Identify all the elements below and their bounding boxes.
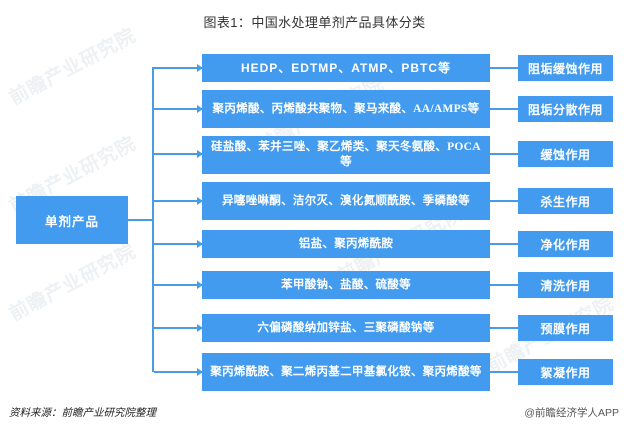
effect-box-3: 缓蚀作用	[518, 141, 613, 167]
effect-box-8: 絮凝作用	[518, 359, 613, 385]
branch-connector-3	[154, 150, 203, 158]
arrow-head-icon	[197, 281, 203, 289]
product-box-5: 铝盐、聚丙烯酰胺	[202, 230, 490, 258]
effect-connector-2	[490, 108, 518, 110]
effect-box-7: 预膜作用	[518, 315, 613, 341]
effect-connector-1	[490, 67, 518, 69]
effect-box-6: 清洗作用	[518, 272, 613, 298]
trunk-vertical-connector	[152, 67, 154, 372]
arrow-head-icon	[197, 197, 203, 205]
effect-connector-4	[490, 200, 518, 202]
effect-box-1: 阻垢缓蚀作用	[518, 55, 613, 81]
branch-connector-8	[154, 368, 203, 376]
arrow-head-icon	[197, 150, 203, 158]
root-node-single-agent-product: 单剂产品	[16, 196, 128, 244]
effect-connector-8	[490, 371, 518, 373]
arrow-head-icon	[197, 64, 203, 72]
product-box-4: 异噻唑啉酮、洁尔灭、溴化氮顺酰胺、季磷酸等	[202, 182, 490, 220]
watermark: 前瞻产业研究院	[6, 25, 140, 110]
branch-connector-7	[154, 324, 203, 332]
branch-connector-4	[154, 197, 203, 205]
effect-connector-3	[490, 153, 518, 155]
effect-connector-6	[490, 284, 518, 286]
effect-connector-7	[490, 327, 518, 329]
effect-box-2: 阻垢分散作用	[518, 96, 613, 122]
page-title: 图表1：中国水处理单剂产品具体分类	[203, 15, 426, 30]
trunk-horizontal-connector	[128, 219, 154, 221]
product-box-2: 聚丙烯酸、丙烯酸共聚物、聚马来酸、AA/AMPS等	[202, 90, 490, 128]
arrow-head-icon	[197, 324, 203, 332]
product-box-1: HEDP、EDTMP、ATMP、PBTC等	[202, 54, 490, 82]
product-box-8: 聚丙烯酰胺、聚二烯丙基二甲基氯化铵、聚丙烯酸等	[202, 353, 490, 391]
credit-note: @前瞻经济学人APP	[524, 407, 619, 419]
effect-box-4: 杀生作用	[518, 188, 613, 214]
arrow-head-icon	[197, 105, 203, 113]
product-box-7: 六偏磷酸纳加锌盐、三聚磷酸钠等	[202, 314, 490, 342]
branch-connector-2	[154, 105, 203, 113]
branch-connector-1	[154, 64, 203, 72]
product-box-6: 苯甲酸钠、盐酸、硫酸等	[202, 271, 490, 299]
branch-connector-6	[154, 281, 203, 289]
arrow-head-icon	[197, 240, 203, 248]
source-note: 资料来源：前瞻产业研究院整理	[9, 408, 156, 419]
effect-connector-5	[490, 243, 518, 245]
arrow-head-icon	[197, 368, 203, 376]
product-box-3: 硅盐酸、苯并三唑、聚乙烯类、聚天冬氨酸、POCA等	[202, 136, 490, 174]
effect-box-5: 净化作用	[518, 231, 613, 257]
branch-connector-5	[154, 240, 203, 248]
watermark: 前瞻产业研究院	[6, 241, 140, 326]
